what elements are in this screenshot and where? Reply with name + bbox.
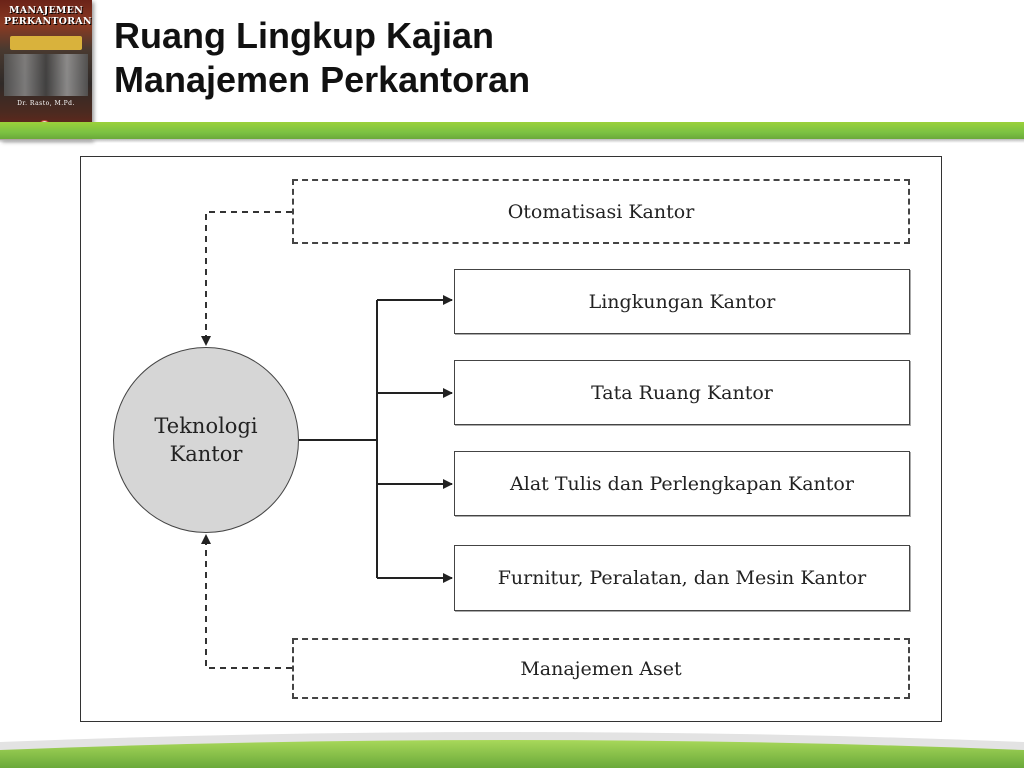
circle-teknologi-kantor: Teknologi Kantor (113, 347, 299, 533)
circle-label: Teknologi Kantor (154, 412, 257, 468)
footer-green-wave (0, 732, 1024, 768)
connector-top-dashed (201, 211, 292, 346)
connector-bottom-dashed (201, 534, 292, 669)
cover-title-line-2: PERKANTORAN (4, 16, 92, 27)
box-label: Furnitur, Peralatan, dan Mesin Kantor (497, 567, 867, 589)
box-furnitur-peralatan: Furnitur, Peralatan, dan Mesin Kantor (454, 545, 910, 611)
cover-title-line-1: MANAJEMEN (9, 5, 83, 16)
cover-photo (4, 54, 88, 96)
box-label: Manajemen Aset (520, 657, 682, 680)
box-label: Tata Ruang Kantor (591, 381, 773, 404)
header-green-bar (0, 122, 1024, 139)
circle-label-line-2: Kantor (169, 442, 243, 466)
slide-title: Ruang Lingkup Kajian Manajemen Perkantor… (114, 14, 530, 102)
book-cover-image: MANAJEMEN PERKANTORAN Dr. Rasto, M.Pd. (0, 0, 92, 140)
box-label: Alat Tulis dan Perlengkapan Kantor (510, 472, 854, 495)
cover-band (10, 36, 82, 50)
box-tata-ruang-kantor: Tata Ruang Kantor (454, 360, 910, 425)
box-manajemen-aset: Manajemen Aset (292, 638, 910, 699)
cover-author: Dr. Rasto, M.Pd. (17, 100, 75, 107)
book-cover-title: MANAJEMEN PERKANTORAN (4, 5, 92, 27)
header-bar-shadow (0, 139, 1024, 143)
circle-label-line-1: Teknologi (154, 414, 258, 438)
box-label: Otomatisasi Kantor (507, 200, 695, 223)
slide-title-line-1: Ruang Lingkup Kajian (114, 15, 495, 56)
slide-title-line-2: Manajemen Perkantoran (114, 59, 531, 100)
box-lingkungan-kantor: Lingkungan Kantor (454, 269, 910, 334)
box-label: Lingkungan Kantor (588, 290, 776, 313)
box-alat-tulis: Alat Tulis dan Perlengkapan Kantor (454, 451, 910, 516)
box-otomatisasi-kantor: Otomatisasi Kantor (292, 179, 910, 244)
